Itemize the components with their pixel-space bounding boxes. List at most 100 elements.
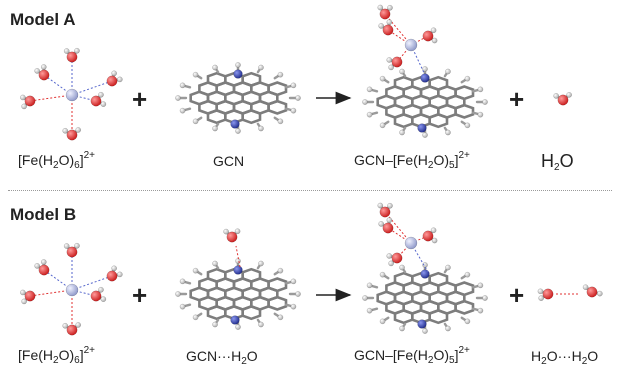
- h-atom: [377, 202, 384, 209]
- o-atom: [38, 69, 50, 81]
- h-atom: [464, 271, 471, 278]
- o-atom: [382, 222, 394, 234]
- graphitic-carbon-nitride-sheet: [362, 262, 488, 334]
- h-atom: [63, 243, 70, 249]
- h-atom: [362, 99, 368, 105]
- h-atom: [34, 68, 40, 74]
- h-atom: [388, 64, 394, 71]
- h-atom: [175, 291, 181, 297]
- h-atom: [192, 71, 199, 78]
- h-atom: [258, 125, 264, 132]
- o-atom: [422, 230, 434, 242]
- o-atom: [379, 8, 391, 20]
- o-atom: [542, 288, 554, 300]
- h-atom: [179, 82, 186, 89]
- n-atom: [230, 119, 240, 129]
- h-atom: [399, 264, 405, 271]
- o-atom: [66, 129, 78, 141]
- h-atom: [75, 127, 82, 133]
- h-atom: [74, 242, 80, 249]
- coordination-bond: [71, 80, 113, 96]
- h-atom: [111, 265, 117, 272]
- label-a-gcn-fe-complex: GCN–[Fe(H2O)5]2+: [354, 150, 470, 171]
- h-atom: [212, 64, 218, 71]
- fe-atom: [404, 236, 418, 250]
- h-atom: [422, 132, 428, 138]
- model-b-title: Model B: [10, 205, 77, 224]
- h-atom: [192, 118, 199, 125]
- h-atom: [366, 307, 373, 314]
- coordination-bond: [29, 289, 73, 297]
- h-atom: [482, 99, 488, 105]
- h-atom: [422, 328, 428, 334]
- hexagon-ring: [454, 299, 475, 315]
- o-atom: [226, 231, 238, 243]
- h-atom: [378, 221, 384, 227]
- h-atom: [277, 267, 284, 274]
- h-atom: [212, 125, 218, 132]
- coordination-bond: [29, 94, 73, 102]
- o-atom: [90, 290, 102, 302]
- section-divider: [8, 190, 612, 191]
- n-atom: [417, 319, 427, 329]
- h-atom: [399, 325, 405, 332]
- h-atom: [379, 75, 386, 82]
- h-atom: [21, 298, 27, 305]
- label-a-water: H2O: [541, 151, 574, 173]
- h-atom: [387, 202, 393, 209]
- o-atom: [24, 95, 36, 107]
- h-atom: [290, 107, 297, 114]
- hexagon-ring: [241, 109, 262, 125]
- h-atom: [399, 68, 405, 75]
- h-atom: [175, 95, 181, 101]
- o-atom: [24, 290, 36, 302]
- fe-atom: [404, 38, 418, 52]
- o-atom: [106, 75, 118, 87]
- fe-atom: [65, 88, 79, 102]
- h-atom: [477, 86, 484, 93]
- h-atom: [290, 278, 297, 285]
- label-b-fe-hexaaqua: [Fe(H2O)6]2+: [18, 345, 95, 366]
- o-atom: [90, 95, 102, 107]
- h-atom: [34, 263, 40, 269]
- o-atom: [38, 264, 50, 276]
- h-atom: [75, 322, 82, 328]
- h-atom: [422, 66, 428, 72]
- o-atom: [66, 51, 78, 63]
- hexagon-ring: [393, 309, 414, 325]
- h-atom: [62, 322, 69, 329]
- h-atom: [258, 64, 264, 71]
- h-atom: [388, 260, 394, 267]
- o-atom: [379, 206, 391, 218]
- h-atom: [179, 278, 186, 285]
- h-atom: [566, 91, 572, 98]
- h-atom: [235, 324, 241, 330]
- plus-sign-b1: +: [132, 280, 148, 310]
- h-atom: [366, 282, 373, 289]
- h-atom: [582, 284, 589, 291]
- h-atom: [192, 314, 199, 321]
- h-atom: [387, 4, 393, 11]
- h-atom: [477, 307, 484, 314]
- fe-atom: [65, 283, 79, 297]
- h-atom: [63, 48, 70, 54]
- h-atom: [386, 217, 393, 223]
- h-atom: [235, 128, 241, 134]
- h-atom: [477, 282, 484, 289]
- h-atom: [290, 303, 297, 310]
- h-atom: [366, 111, 373, 118]
- h-atom: [379, 318, 386, 325]
- h-atom: [295, 291, 301, 297]
- plus-sign-b2: +: [509, 280, 525, 310]
- h-atom: [445, 264, 451, 271]
- o-atom: [382, 24, 394, 36]
- hexagon-ring: [206, 109, 227, 125]
- h-atom: [192, 267, 199, 274]
- hexagon-ring: [267, 295, 288, 311]
- h-atom: [62, 127, 69, 134]
- h-atom: [379, 271, 386, 278]
- hexagon-ring: [393, 113, 414, 129]
- h-atom: [386, 253, 393, 259]
- h-atom: [430, 27, 437, 34]
- label-b-water-dimer: H2O···H2O: [531, 348, 599, 367]
